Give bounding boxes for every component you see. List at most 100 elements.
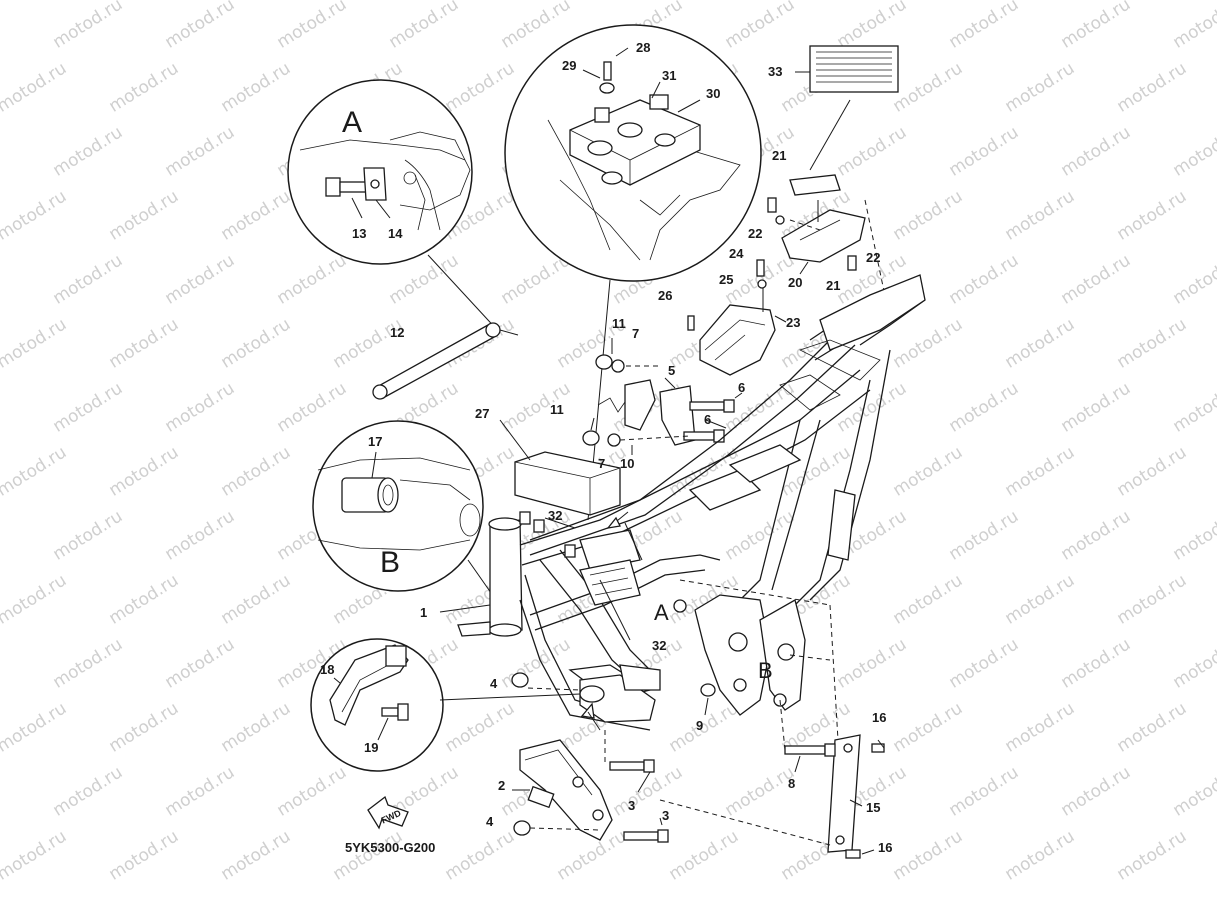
watermark-text: motod.ru [889,186,966,244]
watermark-text: motod.ru [273,762,350,820]
watermark-text: motod.ru [49,506,126,564]
watermark-text: motod.ru [217,442,294,500]
fwd-arrow-icon: FWD [367,795,409,830]
watermark-text: motod.ru [0,442,70,500]
watermark-text: motod.ru [1001,314,1078,372]
callout-6-b: 6 [704,412,711,427]
watermark-text: motod.ru [1113,314,1190,372]
watermark-text: motod.ru [833,0,910,53]
watermark-text: motod.ru [1057,250,1134,308]
watermark-text: motod.ru [497,634,574,692]
watermark-text: motod.ru [329,826,406,884]
callout-11-a: 11 [612,316,626,331]
part-23-bracket [687,259,787,376]
watermark-text: motod.ru [0,826,70,884]
watermark-text: motod.ru [105,826,182,884]
callout-19: 19 [364,740,378,755]
callout-21-a: 21 [772,148,786,163]
watermark-text: motod.ru [49,122,126,180]
part-5-bracket-group [582,338,743,455]
detail-view-b [312,420,484,592]
watermark-text: motod.ru [1057,506,1134,564]
watermark-text: motod.ru [1113,58,1190,116]
watermark-text: motod.ru [49,250,126,308]
watermark-text: motod.ru [1169,506,1217,564]
callout-2: 2 [498,778,505,793]
watermark-text: motod.ru [1169,122,1217,180]
detail-view-a [287,79,473,265]
watermark-text: motod.ru [161,122,238,180]
watermark-text: motod.ru [49,0,126,53]
watermark-text: motod.ru [945,0,1022,53]
watermark-text: motod.ru [49,762,126,820]
watermark-text: motod.ru [1169,762,1217,820]
watermark-text: motod.ru [105,698,182,756]
leader-detail-a [427,254,501,334]
watermark-text: motod.ru [105,442,182,500]
callout-24: 24 [729,246,744,261]
callout-13: 13 [352,226,366,241]
callout-3-b: 3 [662,808,669,823]
part-15-plate [659,579,885,859]
callout-22-b: 22 [866,250,880,265]
watermark-text: motod.ru [945,506,1022,564]
part-2-bracket [511,672,669,843]
callout-30: 30 [706,86,720,101]
watermark-text: motod.ru [217,186,294,244]
watermark-text: motod.ru [1113,826,1190,884]
watermark-text: motod.ru [1169,378,1217,436]
watermark-text: motod.ru [441,698,518,756]
watermark-text: motod.ru [1169,0,1217,53]
callout-7-b: 7 [598,456,605,471]
callout-11-b: 11 [550,402,564,417]
watermark-text: motod.ru [945,378,1022,436]
watermark-text: motod.ru [105,570,182,628]
watermark-text: motod.ru [889,698,966,756]
watermark-text: motod.ru [1113,186,1190,244]
watermark-text: motod.ru [1057,0,1134,53]
watermark-text: motod.ru [721,506,798,564]
watermark-text: motod.ru [329,314,406,372]
callout-4-b: 4 [486,814,494,829]
callout-16-a: 16 [872,710,886,725]
watermark-text: motod.ru [0,570,70,628]
callout-21-b: 21 [826,278,840,293]
callout-12: 12 [390,325,404,340]
watermark-text: motod.ru [0,314,70,372]
callout-6-a: 6 [738,380,745,395]
watermark-text: motod.ru [889,58,966,116]
watermark-text: motod.ru [161,250,238,308]
part-1-main-frame [439,274,926,731]
watermark-text: motod.ru [1113,570,1190,628]
callout-10: 10 [620,456,634,471]
watermark-text: motod.ru [889,570,966,628]
detail-view-cable-guide [310,638,444,772]
watermark-text: motod.ru [665,826,742,884]
watermark-text: motod.ru [161,378,238,436]
watermark-text: motod.ru [217,58,294,116]
watermark-text: motod.ru [889,826,966,884]
callout-7-a: 7 [632,326,639,341]
watermark-text: motod.ru [945,122,1022,180]
callout-32-a: 32 [548,508,562,523]
callout-5: 5 [668,363,675,378]
callout-4-a: 4 [490,676,498,691]
watermark-text: motod.ru [721,762,798,820]
watermark-text: motod.ru [945,762,1022,820]
watermark-text: motod.ru [1001,570,1078,628]
callout-26: 26 [658,288,672,303]
watermark-text: motod.ru [105,58,182,116]
watermark-text: motod.ru [1169,634,1217,692]
watermark-text: motod.ru [0,58,70,116]
callout-28: 28 [636,40,650,55]
watermark-text: motod.ru [49,378,126,436]
callout-33: 33 [768,64,782,79]
watermark-text: motod.ru [1001,442,1078,500]
callout-1: 1 [420,605,427,620]
watermark-text: motod.ru [0,186,70,244]
watermark-text: motod.ru [217,698,294,756]
watermark-text: motod.ru [217,570,294,628]
callout-23: 23 [786,315,800,330]
watermark-text: motod.ru [217,826,294,884]
